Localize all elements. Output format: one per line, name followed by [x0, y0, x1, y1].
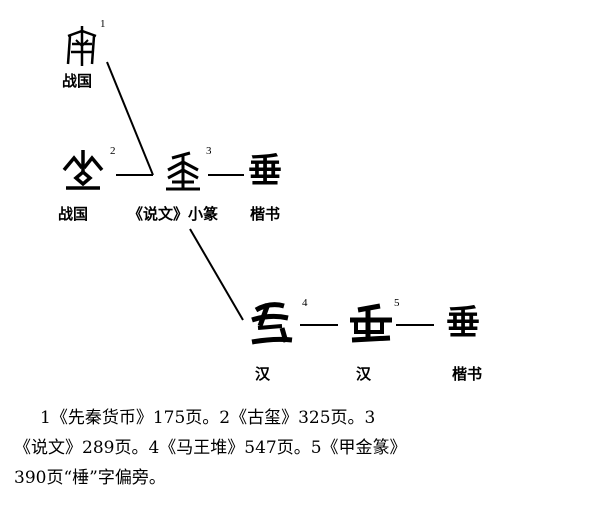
connector-dash — [300, 324, 338, 326]
footnote-marker-3: 3 — [206, 145, 212, 157]
regular-script-char-2: 垂 — [446, 303, 480, 343]
han-glyph-5 — [348, 302, 394, 344]
ancient-glyph-2 — [60, 148, 106, 190]
footnote-marker-4: 4 — [302, 297, 308, 309]
period-label-regular-2: 楷书 — [452, 365, 483, 383]
footnote-marker-5: 5 — [394, 297, 400, 309]
seal-script-glyph — [162, 150, 204, 192]
period-label-regular-1: 楷书 — [250, 205, 281, 223]
ancient-glyph-1 — [62, 24, 102, 68]
connector-dash — [396, 324, 434, 326]
han-glyph-4 — [248, 300, 296, 346]
period-label-2: 战国 — [58, 205, 89, 223]
period-label-5: 汉 — [356, 365, 372, 383]
caption-line-1: 1《先秦货币》175页。2《古玺》325页。3 — [40, 408, 376, 428]
caption-line-3: 390页“棰”字偏旁。 — [14, 468, 166, 488]
footnote-marker-1: 1 — [100, 18, 106, 30]
regular-script-char-1: 垂 — [248, 151, 282, 191]
period-label-4: 汉 — [255, 365, 271, 383]
period-label-3: 《说文》小篆 — [128, 205, 219, 223]
footnote-marker-2: 2 — [110, 145, 116, 157]
period-label-1: 战国 — [62, 72, 93, 90]
connector-dash — [208, 174, 244, 176]
connector-lines — [106, 61, 244, 321]
figure-caption: 1《先秦货币》175页。2《古玺》325页。3 《说文》289页。4《马王堆》5… — [14, 403, 594, 493]
caption-line-2: 《说文》289页。4《马王堆》547页。5《甲金篆》 — [14, 438, 407, 458]
